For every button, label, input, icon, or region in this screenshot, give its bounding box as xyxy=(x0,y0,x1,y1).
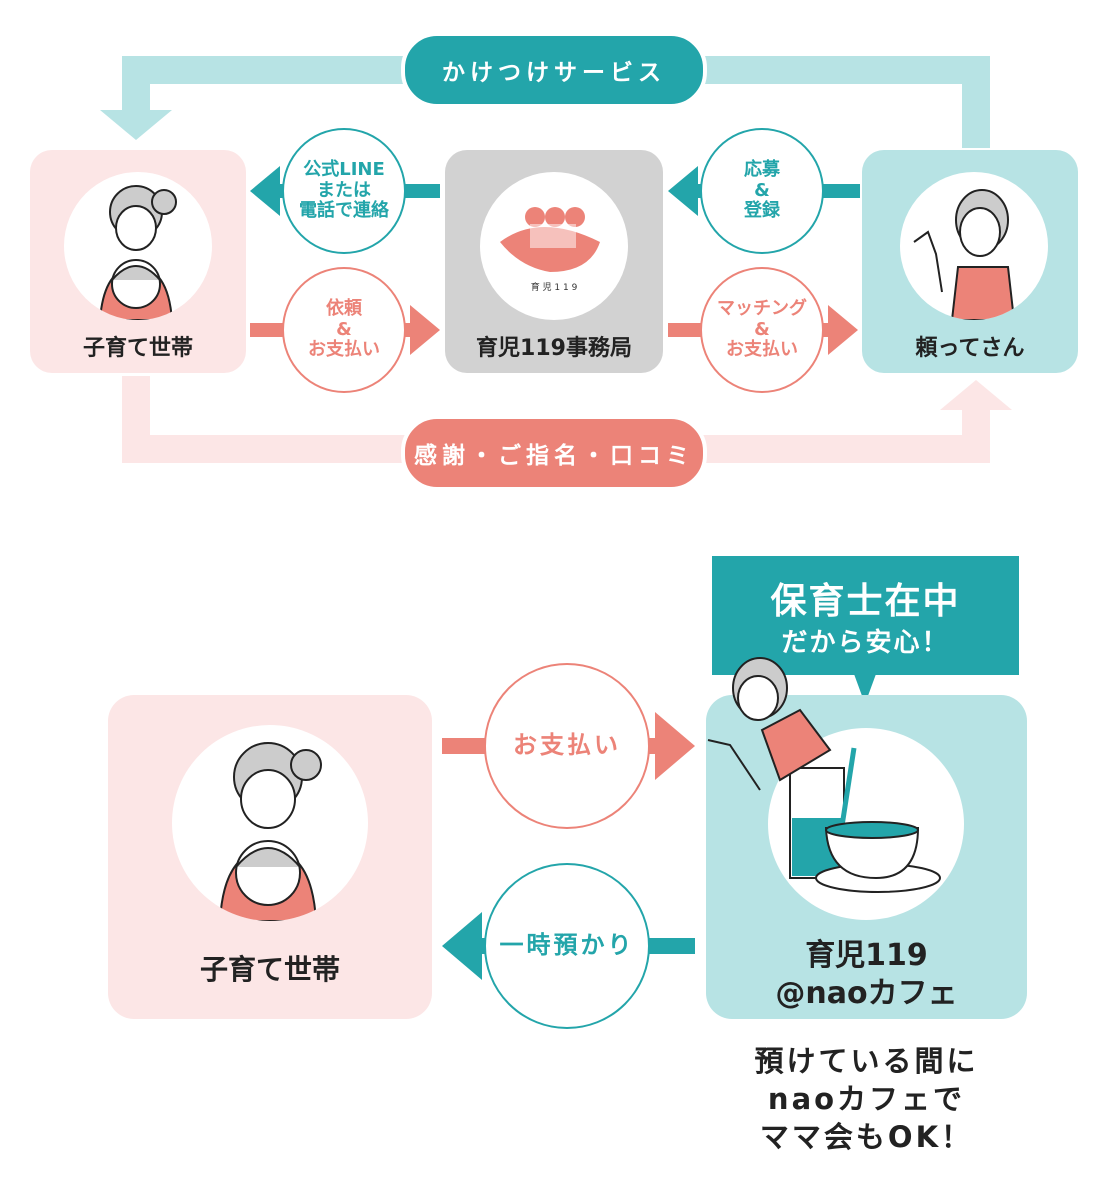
feedback-loop-arrowhead xyxy=(940,380,1012,410)
apply-ring: 応募&登録 xyxy=(700,128,824,254)
cafe-label-2: @naoカフェ xyxy=(775,976,958,1011)
bubble xyxy=(712,556,1019,675)
bottom-family-illustration xyxy=(172,725,368,921)
arrow-contact xyxy=(250,166,280,216)
office-logo: 育 児 1 1 9 xyxy=(480,172,628,320)
note: 預けている間に naoカフェで ママ会もOK！ xyxy=(754,1044,979,1154)
payment-ring: お支払い xyxy=(484,663,650,829)
family-illustration xyxy=(64,172,212,320)
office-label: 育児119事務局 xyxy=(476,336,632,361)
helper-label: 頼ってさん xyxy=(915,336,1025,361)
staff-illustration xyxy=(707,657,832,791)
request-ring: 依頼&お支払い xyxy=(282,267,406,393)
arrow-payment xyxy=(655,712,695,780)
arrow-apply xyxy=(668,166,698,216)
cafe-illustration xyxy=(768,728,964,920)
matching-ring: マッチング&お支払い xyxy=(700,267,824,393)
office-logo-text: 育 児 1 1 9 xyxy=(530,283,578,293)
arrow-childcare xyxy=(442,912,482,980)
cafe-label-1: 育児119 xyxy=(805,938,928,973)
family-label: 子育て世帯 xyxy=(82,336,193,361)
bottom-family-label: 子育て世帯 xyxy=(199,953,340,986)
helper-illustration xyxy=(900,172,1048,320)
childcare-ring: 一時預かり xyxy=(484,863,650,1029)
bubble-subtitle: だから安心！ xyxy=(781,628,950,658)
arrow-matching xyxy=(828,305,858,355)
bubble-title: 保育士在中 xyxy=(770,581,961,622)
rush-service-pill: かけつけサービス xyxy=(401,32,707,108)
arrow-request xyxy=(410,305,440,355)
feedback-pill: 感謝・ご指名・口コミ xyxy=(401,415,707,491)
rush-loop-arrowhead xyxy=(100,110,172,140)
bubble-tail xyxy=(854,674,876,704)
